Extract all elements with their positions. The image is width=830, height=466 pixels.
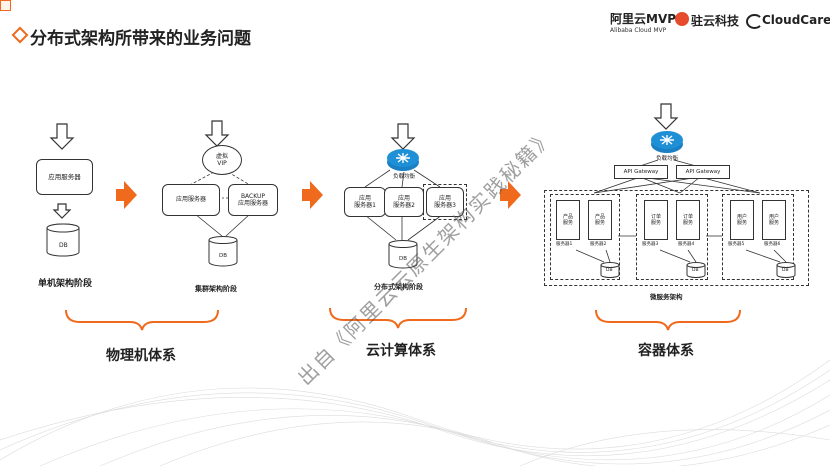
micro-outer-frame [544, 190, 809, 286]
micro-user-service-b: 用户 服务 [762, 200, 786, 240]
micro-group-user [722, 194, 794, 280]
micro-db-icon-3 [776, 262, 796, 278]
micro-router-icon [651, 131, 683, 153]
page-title: 分布式架构所带来的业务问题 [30, 29, 251, 49]
micro-product-service-a: 产品 服务 [556, 200, 580, 240]
micro-db-label-1: DB [606, 268, 613, 273]
cluster-db-label: DB [219, 253, 228, 259]
distributed-stage-label: 分布式架构阶段 [374, 283, 423, 291]
single-stage-label: 单机架构阶段 [38, 279, 93, 289]
distributed-server-1: 应用 服务器1 [344, 187, 386, 217]
alibaba-mvp-logo: 阿里云MVP Alibaba Cloud MVP [610, 10, 676, 34]
micro-server-6: 服务器6 [764, 242, 781, 247]
distributed-server-3: 应用 服务器3 [426, 187, 464, 217]
micro-lb-label: 负载均衡 [656, 156, 679, 162]
distributed-server-2: 应用 服务器2 [384, 187, 424, 217]
micro-stage-label: 微服务架构 [650, 293, 683, 301]
distributed-router-icon [387, 149, 419, 171]
system-cloud: 云计算体系 [366, 343, 436, 359]
corner-marker [0, 0, 11, 11]
micro-db-label-2: DB [692, 268, 699, 273]
distributed-server-3-frame [423, 184, 467, 220]
micro-server-3: 服务器3 [642, 242, 659, 247]
single-db-icon [46, 223, 80, 257]
micro-server-1: 服务器1 [556, 242, 573, 247]
micro-db-label-3: DB [782, 268, 789, 273]
micro-group-product [550, 194, 620, 280]
micro-server-4: 服务器4 [678, 242, 695, 247]
system-container: 容器体系 [638, 343, 694, 359]
cloudcare-logo-icon [746, 14, 763, 29]
cluster-db-icon [208, 236, 238, 267]
micro-server-2: 服务器2 [590, 242, 607, 247]
micro-db-icon-1 [600, 262, 620, 278]
cluster-vip: 虚拟 VIP [202, 145, 242, 175]
distributed-db-icon [388, 240, 418, 269]
system-physical: 物理机体系 [106, 348, 176, 364]
micro-user-service-a: 用户 服务 [730, 200, 754, 240]
single-app-server: 应用服务器 [36, 159, 93, 195]
micro-order-service-a: 订单 服务 [644, 200, 668, 240]
logo-mvp-en: Alibaba Cloud MVP [610, 27, 667, 34]
cluster-backup-server: BACKUP 应用服务器 [228, 184, 278, 216]
distributed-lb-label: 负载均衡 [393, 174, 416, 180]
partner-logo-icon [675, 12, 689, 26]
micro-gateway-2: API Gateway [676, 165, 730, 179]
background-waves [0, 359, 830, 466]
cluster-app-server: 应用服务器 [162, 184, 220, 216]
micro-gateway-1: API Gateway [614, 165, 668, 179]
micro-group-order [636, 194, 708, 280]
logo-cloudcare: CloudCare [762, 13, 830, 27]
micro-db-icon-2 [686, 262, 706, 278]
cluster-stage-label: 集群架构阶段 [195, 285, 237, 293]
distributed-db-label: DB [399, 256, 408, 262]
micro-server-5: 服务器5 [728, 242, 745, 247]
logo-mvp-cn: 阿里云MVP [610, 12, 677, 26]
single-db-label: DB [59, 242, 68, 249]
logo-partner: 驻云科技 [691, 14, 740, 28]
micro-product-service-b: 产品 服务 [588, 200, 612, 240]
micro-order-service-b: 订单 服务 [676, 200, 700, 240]
